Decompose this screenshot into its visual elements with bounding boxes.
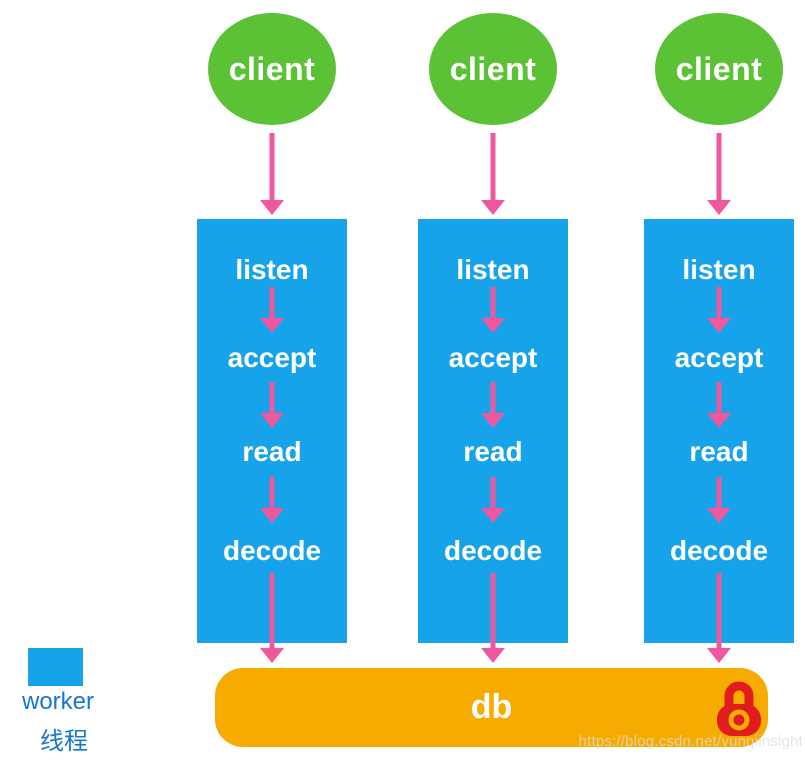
arrow-head: [481, 508, 505, 523]
step-decode: decode: [222, 535, 322, 566]
arrow-head: [707, 318, 731, 333]
worker-column-2: client listen accept read decode: [418, 0, 568, 700]
arrow-down-icon: [707, 573, 731, 663]
worker-column-1: client listen accept read decode: [197, 0, 347, 700]
step-listen: listen: [235, 254, 309, 285]
arrow-head: [260, 648, 284, 663]
step-accept: accept: [674, 342, 764, 373]
step-read: read: [689, 436, 749, 467]
arrow-head: [707, 508, 731, 523]
db-node: db: [215, 668, 768, 747]
arrow-stem: [269, 287, 275, 322]
arrow-stem: [269, 382, 275, 417]
step-listen: listen: [456, 254, 530, 285]
client-label: client: [675, 50, 763, 87]
step-accept: accept: [448, 342, 538, 373]
arrow-stem: [490, 573, 496, 652]
arrow-head: [707, 648, 731, 663]
arrow-stem: [269, 573, 275, 652]
arrow-head: [481, 318, 505, 333]
arrow-down-icon: [707, 287, 731, 333]
legend-worker-swatch: [28, 648, 83, 686]
client-node: client: [429, 13, 557, 125]
arrow-head: [707, 200, 731, 215]
lock-icon: [717, 681, 761, 736]
arrow-stem: [716, 382, 722, 417]
step-accept: accept: [227, 342, 317, 373]
step-read: read: [242, 436, 302, 467]
arrow-head: [481, 200, 505, 215]
client-label: client: [228, 50, 316, 87]
arrow-stem: [269, 133, 275, 204]
step-listen: listen: [682, 254, 756, 285]
arrow-down-icon: [707, 382, 731, 428]
arrow-stem: [490, 133, 496, 204]
arrow-down-icon: [707, 477, 731, 523]
step-decode: decode: [443, 535, 543, 566]
arrow-stem: [269, 477, 275, 512]
arrow-head: [260, 200, 284, 215]
arrow-head: [481, 648, 505, 663]
arrow-down-icon: [260, 573, 284, 663]
arrow-stem: [716, 573, 722, 652]
arrow-head: [260, 318, 284, 333]
arrow-down-icon: [481, 287, 505, 333]
step-decode: decode: [669, 535, 769, 566]
legend-label-worker: worker: [21, 688, 94, 715]
arrow-head: [481, 413, 505, 428]
arrow-stem: [490, 287, 496, 322]
arrow-down-icon: [481, 382, 505, 428]
arrow-stem: [490, 382, 496, 417]
arrow-down-icon: [481, 477, 505, 523]
arrow-stem: [716, 477, 722, 512]
legend-label-thread: 线程: [40, 728, 88, 755]
watermark-url: https://blog.csdn.net/yunqiinsight: [578, 733, 803, 750]
arrow-down-icon: [481, 133, 505, 215]
arrow-down-icon: [260, 287, 284, 333]
arrow-head: [707, 413, 731, 428]
client-label: client: [449, 50, 537, 87]
arrow-stem: [716, 287, 722, 322]
client-node: client: [655, 13, 783, 125]
arrow-down-icon: [260, 477, 284, 523]
arrow-down-icon: [260, 382, 284, 428]
step-read: read: [463, 436, 523, 467]
worker-column-3: client listen accept read decode: [644, 0, 794, 700]
db-label: db: [470, 688, 513, 726]
client-node: client: [208, 13, 336, 125]
arrow-stem: [716, 133, 722, 204]
arrow-down-icon: [481, 573, 505, 663]
arrow-head: [260, 508, 284, 523]
arrow-stem: [490, 477, 496, 512]
arrow-head: [260, 413, 284, 428]
arrow-down-icon: [707, 133, 731, 215]
arrow-down-icon: [260, 133, 284, 215]
